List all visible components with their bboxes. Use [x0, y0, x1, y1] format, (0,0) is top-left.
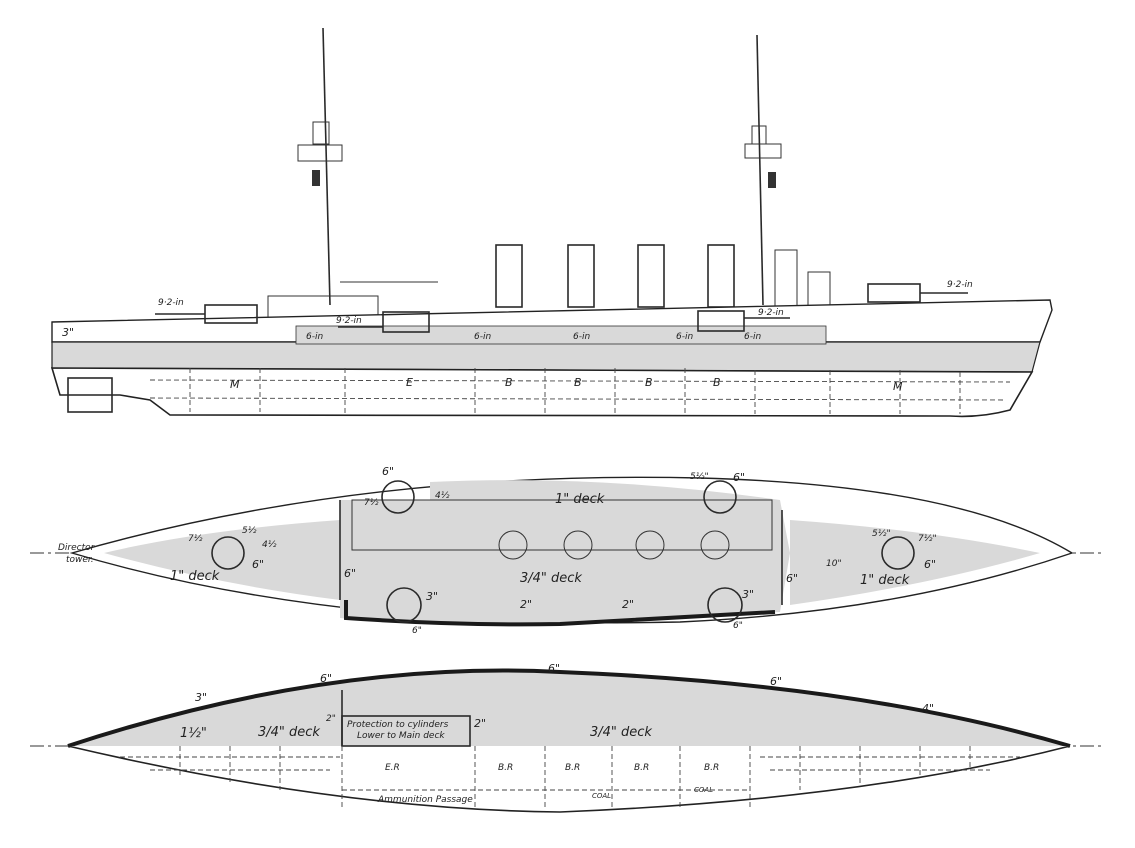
lower-mark-b-label: 2" [474, 717, 486, 730]
lower-mark-a-label: 2" [326, 714, 336, 724]
director-label-2: tower. [66, 555, 94, 565]
aft-turret-label: 6" [924, 558, 936, 571]
fwd-turret-label: 6" [252, 558, 264, 571]
protection-label-2: Lower to Main deck [357, 731, 445, 741]
fwd-wing-upper-hood-label: 4½ [435, 491, 450, 501]
secondary-gun-label-4: 6-in [676, 332, 693, 342]
lower-main-deck-label: 3/4" deck [590, 725, 652, 740]
lower-hull [50, 367, 1034, 418]
aft-turret-b-label: 7½" [918, 534, 937, 544]
compartment-label-3: B [505, 376, 513, 389]
fwd-wing-lower-label: 3" [426, 590, 438, 603]
room-label-3: B.R [565, 763, 580, 773]
fwd-turret-c-label: 4½ [262, 540, 277, 550]
room-label-2: B.R [498, 763, 513, 773]
fwd-turret-b-label: 5½ [242, 526, 257, 536]
funnel-3 [637, 244, 665, 308]
bow-belt-label: 3" [62, 326, 74, 339]
lower-hull-outline [67, 745, 1071, 813]
compartment-label-5: B [645, 376, 653, 389]
armour-belt [51, 341, 1041, 373]
belt-a-label: 2" [520, 598, 532, 611]
aft-wing-upper-label: 6" [733, 471, 745, 484]
rudder [67, 377, 113, 413]
fwd-wing-upper-side-label: 7½ [364, 498, 379, 508]
aft-wing-lower-label: 3" [742, 588, 754, 601]
fwd-deck-label: 1" deck [170, 569, 220, 584]
fwd-wing-lower-base-label: 6" [412, 626, 422, 636]
passage-label: Ammunition Passage [377, 795, 473, 805]
aft-main-turret [867, 283, 968, 303]
funnel-2 [567, 244, 595, 308]
secondary-gun-label-1: 6-in [306, 332, 323, 342]
lower-bow-deck-label: 1½" [180, 726, 207, 741]
protection-box [341, 715, 471, 747]
main-top [744, 143, 782, 159]
fwd-main-gun-label: 9·2-in [158, 298, 184, 308]
fore-top [297, 144, 343, 162]
aft-small-bulkhead-label: 10" [826, 559, 842, 569]
compartment-label-2: E [406, 376, 413, 389]
fwd-bulkhead-label: 6" [344, 567, 356, 580]
lower-belt-b3-label: 6" [548, 662, 560, 675]
profile-view: 3" 9·2-in 9·2-in 9·2-in 9·2-in 6-in 6-in… [50, 27, 1053, 418]
secondary-gun-label-2: 6-in [474, 332, 491, 342]
main-mast [756, 34, 764, 306]
lower-belt-b5-label: 4" [922, 702, 934, 715]
funnel-4 [707, 244, 735, 308]
compartment-label-4: B [574, 376, 582, 389]
lower-fwd-deck-label: 3/4" deck [258, 725, 320, 740]
aft-main-gun-label: 9·2-in [947, 280, 973, 290]
secondary-gun-label-3: 6-in [573, 332, 590, 342]
fwd-turret-a-label: 7½ [188, 534, 203, 544]
aft-wing-lower-base-label: 6" [733, 621, 743, 631]
lower-belt-b2-label: 6" [320, 672, 332, 685]
director-label-1: Director [58, 543, 96, 553]
compartment-label-6: B [713, 376, 721, 389]
lower-belt-b4-label: 6" [770, 675, 782, 688]
aft-turret-a-label: 5½" [872, 529, 891, 539]
aft-bulkhead-label: 6" [786, 572, 798, 585]
aft-deck-label: 1" deck [860, 573, 910, 588]
lower-plan-view: 3" 6" 6" 6" 4" 1½" 3/4" deck 3/4" deck 2… [30, 662, 1105, 813]
compartment-label-1: M [230, 378, 240, 391]
room-label-5: B.R [704, 763, 719, 773]
funnel-1 [495, 244, 523, 308]
top-deck-label: 1" deck [555, 492, 605, 507]
deck-barbettes [211, 480, 915, 623]
secondary-gun-label-5: 6-in [744, 332, 761, 342]
aft-wing-gun-label: 9·2-in [758, 308, 784, 318]
room-label-1: E.R [385, 763, 400, 773]
main-deck-label: 3/4" deck [520, 571, 582, 586]
belt-b-label: 2" [622, 598, 634, 611]
coal-label-1: COAL [592, 792, 611, 800]
aft-wing-turret [697, 310, 790, 332]
boiler-uptakes [498, 530, 730, 560]
fore-mast [322, 27, 331, 306]
aft-wing-upper-side-label: 5½" [690, 472, 709, 482]
lower-belt-b1-label: 3" [195, 691, 207, 704]
fwd-wing-upper-label: 6" [382, 465, 394, 478]
fwd-main-turret [155, 304, 258, 324]
compartment-label-7: M [893, 380, 903, 393]
fwd-wing-gun-label: 9·2-in [336, 316, 362, 326]
room-label-4: B.R [634, 763, 649, 773]
coal-label-2: COAL [694, 786, 713, 794]
protection-label-1: Protection to cylinders [347, 720, 449, 730]
deck-plan-view: Director tower. 1" deck 3/4" deck 1" dec… [30, 465, 1105, 636]
fwd-wing-turret [338, 311, 430, 333]
